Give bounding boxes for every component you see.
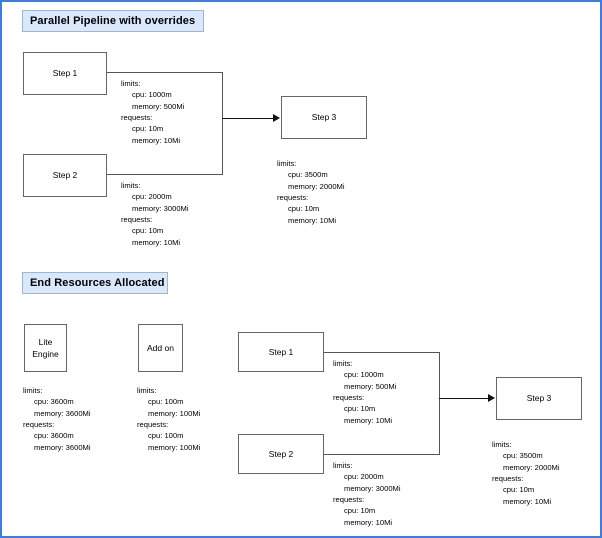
bottom-spec-step2-requests-memory: memory: 10Mi xyxy=(344,517,393,527)
bottom-node-add-on[interactable]: Add on xyxy=(138,324,183,372)
bottom-node-lite-engine[interactable]: Lite Engine xyxy=(24,324,67,372)
top-spec-step2-requests-cpu: cpu: 10m xyxy=(132,226,164,236)
top-spec-step3-limits-memory: memory: 2000Mi xyxy=(288,181,345,191)
bottom-spec-step2-requests-cpu: cpu: 10m xyxy=(344,506,376,516)
connector-junction-vertical xyxy=(222,72,223,175)
top-node-step2[interactable]: Step 2 xyxy=(23,154,107,197)
top-spec-step2-requests-label: requests: xyxy=(121,214,153,224)
top-spec-step1-requests-label: requests: xyxy=(121,112,153,122)
bottom-spec-step1-requests-memory: memory: 10Mi xyxy=(344,415,393,425)
bottom-spec-add-on-limits-label: limits: xyxy=(137,386,157,395)
bottom-spec-step3-limits-label: limits: xyxy=(492,440,512,449)
top-spec-step1-limits-cpu: cpu: 1000m xyxy=(132,90,172,100)
top-spec-step3-requests-label: requests: xyxy=(277,192,309,202)
bottom-node-lite-engine-label-line2: Engine xyxy=(32,349,59,359)
bottom-node-step3-label: Step 3 xyxy=(526,393,552,404)
bottom-spec-step3-limits-memory: memory: 2000Mi xyxy=(503,462,560,472)
bottom-spec-step2-limits-memory: memory: 3000Mi xyxy=(344,483,401,493)
bottom-spec-step1-limits-label: limits: xyxy=(333,359,353,368)
bottom-spec-step1-requests-label: requests: xyxy=(333,392,365,402)
bottom-node-step1[interactable]: Step 1 xyxy=(238,332,324,372)
bottom-spec-add-on: limits: cpu: 100m memory: 100Mi requests… xyxy=(137,385,200,453)
bottom-spec-step2-limits-cpu: cpu: 2000m xyxy=(344,472,384,482)
bottom-spec-add-on-requests-cpu: cpu: 100m xyxy=(148,431,184,441)
bottom-spec-step1-requests-cpu: cpu: 10m xyxy=(344,404,376,414)
banner-end-resources-allocated-label: End Resources Allocated xyxy=(30,277,165,289)
top-spec-step3-limits-cpu: cpu: 3500m xyxy=(288,170,328,180)
bottom-spec-lite-engine-requests-memory: memory: 3600Mi xyxy=(34,442,91,452)
bottom-spec-step1-limits-cpu: cpu: 1000m xyxy=(344,370,384,380)
bottom-spec-add-on-limits-cpu: cpu: 100m xyxy=(148,397,184,407)
top-spec-step2: limits: cpu: 2000m memory: 3000Mi reques… xyxy=(121,180,189,248)
bottom-connector-step2-to-junction xyxy=(324,454,440,455)
bottom-spec-lite-engine-requests-cpu: cpu: 3600m xyxy=(34,431,74,441)
arrowhead-top-step3 xyxy=(273,114,280,122)
top-spec-step3-requests-memory: memory: 10Mi xyxy=(288,215,337,225)
bottom-spec-step1: limits: cpu: 1000m memory: 500Mi request… xyxy=(333,358,396,426)
top-spec-step2-requests-memory: memory: 10Mi xyxy=(132,237,181,247)
bottom-spec-step1-limits-memory: memory: 500Mi xyxy=(344,381,397,391)
bottom-connector-junction-vertical xyxy=(439,352,440,455)
top-spec-step3-requests-cpu: cpu: 10m xyxy=(288,204,320,214)
bottom-spec-lite-engine-limits-label: limits: xyxy=(23,386,43,395)
top-spec-step3: limits: cpu: 3500m memory: 2000Mi reques… xyxy=(277,158,345,226)
top-spec-step2-limits-cpu: cpu: 2000m xyxy=(132,192,172,202)
arrowhead-bottom-step3 xyxy=(488,394,495,402)
bottom-node-step2[interactable]: Step 2 xyxy=(238,434,324,474)
top-spec-step2-limits-memory: memory: 3000Mi xyxy=(132,203,189,213)
top-node-step1[interactable]: Step 1 xyxy=(23,52,107,95)
bottom-spec-step2: limits: cpu: 2000m memory: 3000Mi reques… xyxy=(333,460,401,528)
top-node-step3[interactable]: Step 3 xyxy=(281,96,367,139)
top-spec-step2-limits-label: limits: xyxy=(121,181,141,190)
bottom-spec-step3: limits: cpu: 3500m memory: 2000Mi reques… xyxy=(492,439,560,507)
bottom-spec-step2-limits-label: limits: xyxy=(333,461,353,470)
connector-step1-to-junction xyxy=(107,72,223,73)
bottom-spec-lite-engine-requests-label: requests: xyxy=(23,419,55,429)
top-spec-step1-requests-memory: memory: 10Mi xyxy=(132,135,181,145)
bottom-node-lite-engine-label-line1: Lite xyxy=(38,336,53,347)
top-node-step2-label: Step 2 xyxy=(52,170,78,181)
top-node-step3-label: Step 3 xyxy=(311,112,337,123)
top-node-step1-label: Step 1 xyxy=(52,68,78,79)
bottom-spec-add-on-requests-memory: memory: 100Mi xyxy=(148,442,201,452)
top-spec-step1: limits: cpu: 1000m memory: 500Mi request… xyxy=(121,78,184,146)
connector-junction-to-step3 xyxy=(222,118,274,119)
top-spec-step1-limits-label: limits: xyxy=(121,79,141,88)
bottom-spec-lite-engine-limits-cpu: cpu: 3600m xyxy=(34,397,74,407)
bottom-node-step3[interactable]: Step 3 xyxy=(496,377,582,420)
bottom-spec-lite-engine: limits: cpu: 3600m memory: 3600Mi reques… xyxy=(23,385,91,453)
bottom-node-step2-label: Step 2 xyxy=(268,448,294,459)
banner-end-resources-allocated: End Resources Allocated xyxy=(22,272,168,294)
banner-parallel-pipeline-label: Parallel Pipeline with overrides xyxy=(30,15,196,27)
bottom-node-step1-label: Step 1 xyxy=(268,346,294,357)
top-spec-step1-requests-cpu: cpu: 10m xyxy=(132,124,164,134)
top-spec-step1-limits-memory: memory: 500Mi xyxy=(132,101,185,111)
top-spec-step3-limits-label: limits: xyxy=(277,159,297,168)
bottom-spec-step3-requests-label: requests: xyxy=(492,473,524,483)
bottom-connector-junction-to-step3 xyxy=(439,398,489,399)
bottom-spec-step3-requests-memory: memory: 10Mi xyxy=(503,496,552,506)
bottom-spec-add-on-requests-label: requests: xyxy=(137,419,169,429)
bottom-spec-step3-limits-cpu: cpu: 3500m xyxy=(503,451,543,461)
bottom-spec-add-on-limits-memory: memory: 100Mi xyxy=(148,408,201,418)
connector-step2-to-junction xyxy=(107,174,223,175)
bottom-node-add-on-label: Add on xyxy=(147,342,174,353)
bottom-spec-step2-requests-label: requests: xyxy=(333,494,365,504)
banner-parallel-pipeline: Parallel Pipeline with overrides xyxy=(22,10,204,32)
bottom-spec-lite-engine-limits-memory: memory: 3600Mi xyxy=(34,408,91,418)
bottom-connector-step1-to-junction xyxy=(324,352,440,353)
bottom-spec-step3-requests-cpu: cpu: 10m xyxy=(503,485,535,495)
